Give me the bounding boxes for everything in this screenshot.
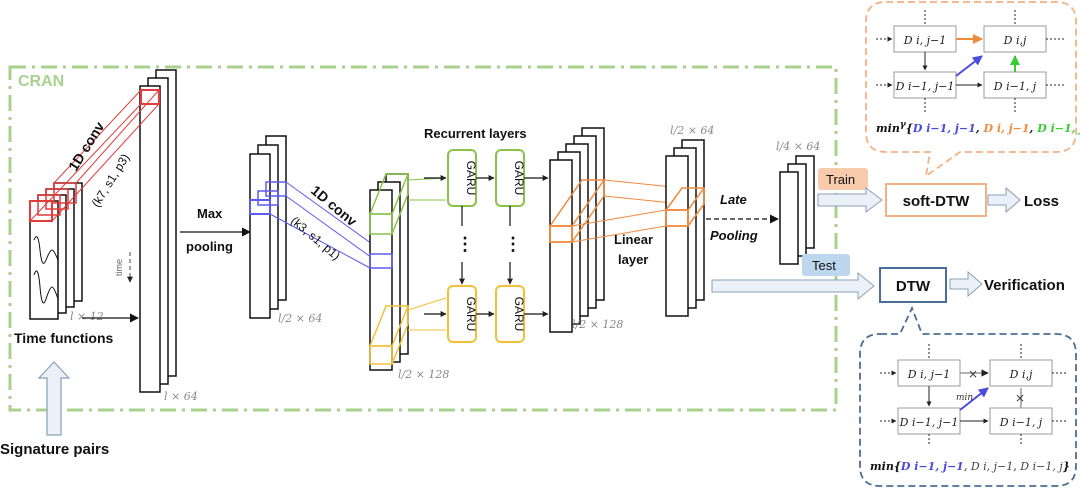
recurrent-title: Recurrent layers <box>424 126 527 141</box>
linear-output-map <box>664 139 706 317</box>
verification-label: Verification <box>984 277 1065 294</box>
maxpool-feature-map <box>249 135 287 319</box>
signature-pairs-label: Signature pairs <box>0 441 109 458</box>
garu-cell-top-2: GARU <box>495 149 526 207</box>
train-tag-text: Train <box>826 172 855 187</box>
time-axis-label: time <box>114 259 124 276</box>
train-arrow <box>817 187 883 213</box>
soft-dtw-formula: minγ{D i−1, j−1, D i, j−1, D i−1, j} <box>876 120 1080 135</box>
svg-text:×: × <box>1015 391 1025 405</box>
late-pooling-output-map <box>779 155 815 265</box>
linear-label-2: layer <box>618 252 648 267</box>
cran-frame <box>8 65 838 412</box>
conv2-dim: l/2 × 128 <box>398 368 449 381</box>
time-functions-stack <box>29 182 83 320</box>
linear-dim: l/2 × 64 <box>670 124 714 137</box>
maxpool-label-1: Max <box>197 206 223 221</box>
dtw-cell-3: D i−1, j−1 <box>899 416 959 429</box>
soft-dtw-label: soft-DTW <box>903 193 970 210</box>
loss-arrow <box>987 186 1021 214</box>
garu-cell-bottom-2: GARU <box>495 285 526 343</box>
dtw-grid: D i, j−1 D i,j D i−1, j−1 D i−1, j × min… <box>880 344 1068 446</box>
conv1-params: (k7, s1, p3) <box>89 151 133 209</box>
soft-dtw-grid: D i, j−1 D i,j D i−1, j−1 D i−1, j <box>876 10 1064 112</box>
svg-text:min{D i−1, j−1, D i, j−1, D i−: min{D i−1, j−1, D i, j−1, D i−1, j} <box>870 460 1070 473</box>
svg-text:GARU: GARU <box>512 161 526 196</box>
soft-dtw-cell-1: D i, j−1 <box>903 34 946 47</box>
train-tag <box>818 168 868 190</box>
dtw-formula: min{D i−1, j−1, D i, j−1, D i−1, j} <box>870 460 1070 473</box>
recurrent-dim: l/2 × 128 <box>572 318 623 331</box>
soft-dtw-cell-2: D i,j <box>1003 34 1027 47</box>
conv2-feature-map <box>368 173 410 371</box>
test-tag <box>802 254 850 276</box>
recurrent-output-map <box>548 127 606 333</box>
dtw-box <box>879 267 947 303</box>
cran-label: CRAN <box>18 73 64 90</box>
garu-ellipsis-1: ⋮ <box>456 234 474 254</box>
signature-pairs-arrow <box>37 361 71 436</box>
conv1-feature-map <box>139 69 177 393</box>
late-pooling-label-2: Pooling <box>710 228 758 243</box>
conv1-projection-lines <box>29 89 160 222</box>
garu-cell-top-1: GARU <box>447 149 478 207</box>
late-pooling-label-1: Late <box>720 192 747 207</box>
soft-dtw-box <box>885 183 987 217</box>
dtw-cell-1: D i, j−1 <box>907 368 950 381</box>
garu-cell-bottom-1: GARU <box>447 285 478 343</box>
svg-text:GARU: GARU <box>512 297 526 332</box>
conv1-dim: l × 64 <box>164 390 198 403</box>
time-functions-label: Time functions <box>14 330 114 346</box>
dtw-cell-4: D i−1, j <box>999 416 1043 429</box>
test-tag-text: Test <box>812 258 836 273</box>
dtw-cell-2: D i,j <box>1009 368 1033 381</box>
dtw-label: DTW <box>896 278 931 295</box>
conv2-label: 1D conv <box>308 182 360 229</box>
verification-arrow <box>949 270 983 298</box>
dtw-bubble <box>859 305 1077 487</box>
garu-ellipsis-2: ⋮ <box>504 234 522 254</box>
test-arrow <box>711 271 875 301</box>
svg-text:GARU: GARU <box>464 297 478 332</box>
svg-text:×: × <box>968 367 978 381</box>
linear-label-1: Linear <box>614 232 653 247</box>
maxpool-dim: l/2 × 64 <box>278 312 322 325</box>
input-dim-label: l × 12 <box>70 310 104 323</box>
dtw-min-label: min <box>956 393 973 403</box>
svg-text:minγ{D i−1, j−1, D i, j−1, D i: minγ{D i−1, j−1, D i, j−1, D i−1, j} <box>876 120 1080 135</box>
yellow-connector-1 <box>407 297 447 311</box>
soft-dtw-cell-3: D i−1, j−1 <box>895 80 955 93</box>
svg-text:GARU: GARU <box>464 161 478 196</box>
late-pooling-dim: l/4 × 64 <box>776 140 820 153</box>
soft-dtw-cell-4: D i−1, j <box>993 80 1037 93</box>
conv2-params: (k3, s1, p1) <box>288 214 343 263</box>
maxpool-label-2: pooling <box>186 239 233 254</box>
loss-label: Loss <box>1024 193 1059 210</box>
